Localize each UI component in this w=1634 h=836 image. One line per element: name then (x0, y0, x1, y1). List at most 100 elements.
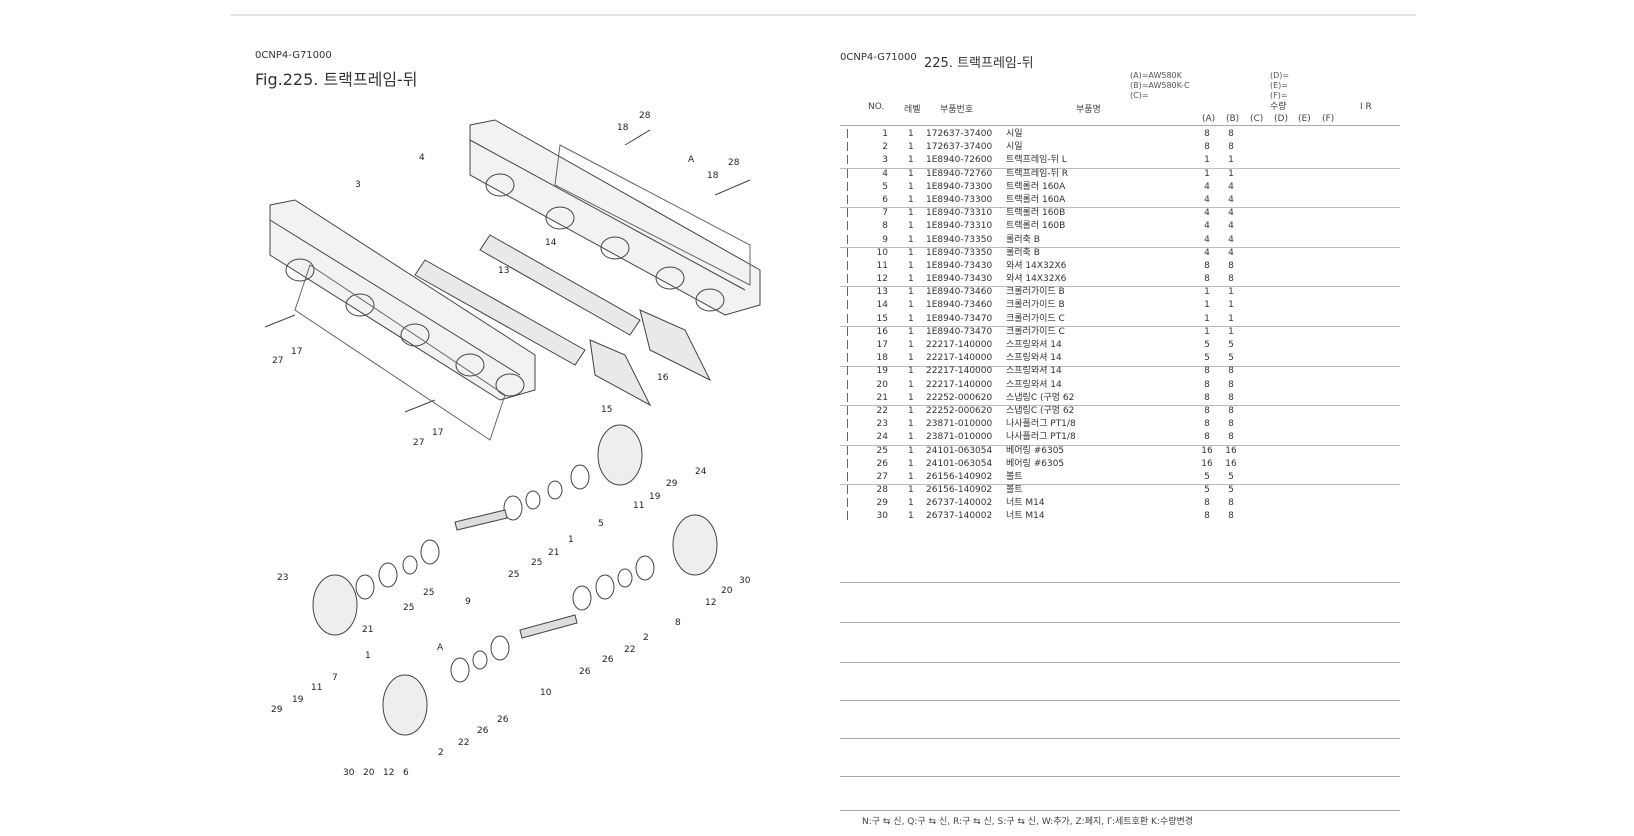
cell-a: 4 (1204, 208, 1210, 219)
cell-pn: 172637-37400 (926, 129, 993, 139)
svg-text:1: 1 (568, 535, 574, 545)
cell-lv: 1 (908, 274, 914, 285)
cell-lv: 1 (908, 445, 914, 456)
parts-list-title: 225. 트랙프레임-뒤 (924, 56, 1034, 71)
svg-text:7: 7 (332, 673, 338, 683)
cell-a: 4 (1204, 181, 1210, 192)
header-col-a: (A) (1202, 114, 1216, 124)
cell-b: 8 (1228, 142, 1234, 153)
cell-nm: 스냅링C (구멍 62 (1006, 392, 1075, 403)
cell-nm: 베어링 #6305 (1006, 458, 1065, 469)
cell-no: 25 (876, 445, 888, 456)
row-marker: | (846, 168, 850, 179)
svg-text:16: 16 (657, 373, 669, 383)
row-marker: | (846, 142, 850, 153)
cell-no: 6 (882, 194, 888, 205)
svg-text:12: 12 (383, 768, 394, 778)
cell-pn: 26156-140902 (926, 471, 993, 482)
row-marker: | (846, 313, 850, 324)
cell-lv: 1 (908, 194, 914, 205)
svg-text:4: 4 (419, 153, 425, 163)
parts-list-code: 0CNP4-G71000 (840, 52, 917, 63)
track-frame-left (269, 199, 536, 401)
cell-pn: 1E8940-73470 (926, 326, 993, 337)
svg-text:26: 26 (579, 667, 591, 677)
cell-pn: 22217-140000 (926, 340, 993, 350)
header-name: 부품명 (1076, 105, 1101, 115)
row-marker: | (846, 221, 850, 232)
svg-text:2: 2 (438, 748, 444, 758)
model-c: (C)= (1130, 91, 1149, 100)
cell-a: 16 (1201, 458, 1213, 469)
cell-no: 28 (876, 485, 888, 496)
cell-no: 15 (876, 313, 888, 324)
cell-pn: 23871-010000 (926, 432, 993, 443)
cell-a: 8 (1204, 274, 1210, 285)
svg-text:17: 17 (432, 428, 443, 438)
cell-pn: 26737-140002 (926, 511, 993, 522)
cell-nm: 트랙롤러 160A (1006, 194, 1066, 205)
row-marker: | (846, 485, 850, 496)
header-flags: I R (1360, 102, 1372, 112)
cell-nm: 트랙롤러 160B (1006, 221, 1066, 232)
cell-b: 5 (1228, 353, 1234, 364)
row-marker: | (846, 260, 850, 271)
cell-b: 8 (1228, 129, 1234, 139)
row-marker: | (846, 340, 850, 350)
cell-no: 23 (876, 419, 888, 430)
cell-nm: 시일 (1006, 129, 1023, 139)
cell-b: 5 (1228, 471, 1234, 482)
model-a: (A)=AW580K (1130, 71, 1182, 80)
cell-pn: 22217-140000 (926, 379, 993, 390)
svg-text:26: 26 (497, 715, 509, 725)
cell-b: 5 (1228, 485, 1234, 496)
cell-pn: 1E8940-73470 (926, 313, 993, 324)
blank-rule-1 (840, 582, 1400, 583)
svg-text:6: 6 (403, 768, 409, 778)
cell-no: 9 (882, 234, 888, 245)
row-marker: | (846, 326, 850, 337)
cell-b: 8 (1228, 405, 1234, 416)
svg-text:19: 19 (649, 492, 661, 502)
cell-lv: 1 (908, 485, 914, 496)
cell-b: 5 (1228, 340, 1234, 350)
cell-no: 22 (876, 405, 888, 416)
cell-nm: 크롤러가이드 C (1006, 313, 1065, 324)
figure-code: 0CNP4-G71000 (255, 50, 332, 61)
footer-rule (840, 810, 1400, 811)
svg-text:28: 28 (639, 111, 651, 121)
cell-pn: 1E8940-73350 (926, 234, 993, 245)
row-marker: | (846, 274, 850, 285)
cell-a: 5 (1204, 353, 1210, 364)
svg-text:9: 9 (465, 597, 471, 607)
cell-pn: 22217-140000 (926, 366, 993, 377)
cell-b: 8 (1228, 366, 1234, 377)
crawler-guide-16 (639, 309, 712, 382)
cell-b: 16 (1225, 445, 1237, 456)
cell-no: 19 (876, 366, 888, 377)
cell-a: 8 (1204, 129, 1210, 139)
cell-pn: 1E8940-73430 (926, 274, 993, 285)
crawler-guide-13 (414, 259, 586, 366)
cell-a: 5 (1204, 471, 1210, 482)
cell-no: 1 (882, 129, 888, 139)
cell-b: 4 (1228, 234, 1234, 245)
cell-nm: 볼트 (1006, 485, 1023, 496)
cell-no: 12 (876, 274, 888, 285)
cell-lv: 1 (908, 419, 914, 430)
group-separator (840, 405, 1400, 407)
cell-a: 1 (1204, 326, 1210, 337)
